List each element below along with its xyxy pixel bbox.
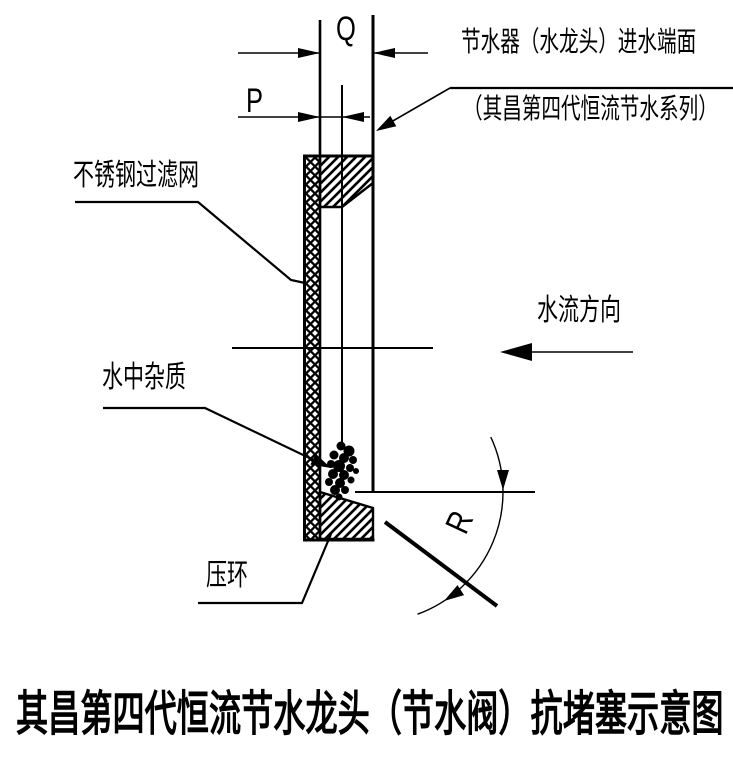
flow-direction-label: 水流方向	[537, 294, 621, 327]
dimension-p-lines	[238, 112, 370, 122]
r-thick-edge-line	[383, 520, 499, 608]
impurity-particles	[325, 441, 359, 501]
dimension-q-lines	[238, 48, 428, 58]
q-arrow-left-icon	[298, 48, 320, 58]
inlet-face-label-line2: （其昌第四代恒流节水系列）	[463, 93, 718, 124]
flow-direction-arrow	[500, 343, 633, 361]
p-arrow-left-icon	[298, 112, 320, 122]
impurities-leader-arrow-icon	[310, 453, 331, 468]
inlet-face-label-line1: 节水器（水龙头）进水端面	[461, 26, 697, 57]
r-arc	[417, 436, 504, 615]
pressure-ring-leader	[198, 533, 333, 605]
dimension-p-label: P	[246, 82, 264, 120]
r-arrow-top-icon	[497, 470, 509, 490]
dimension-r	[383, 436, 509, 615]
inlet-leader-arrow-icon	[376, 115, 397, 131]
r-arrow-bottom-icon	[444, 585, 465, 601]
flow-arrow-icon	[500, 343, 532, 361]
q-arrow-right-icon	[373, 48, 395, 58]
impurities-label: 水中杂质	[102, 361, 186, 394]
filter-mesh-label: 不锈钢过滤网	[73, 159, 199, 192]
inlet-face-leader	[376, 86, 733, 131]
pressure-ring-label: 压环	[206, 559, 248, 592]
filter-leader	[75, 200, 306, 285]
diagram-title: 其昌第四代恒流节水龙头（节水阀）抗堵塞示意图	[16, 688, 724, 741]
dimension-q-label: Q	[336, 10, 356, 48]
impurities-leader	[103, 406, 331, 468]
p-arrow-right-icon	[342, 112, 364, 122]
top-cap-section	[303, 154, 375, 209]
